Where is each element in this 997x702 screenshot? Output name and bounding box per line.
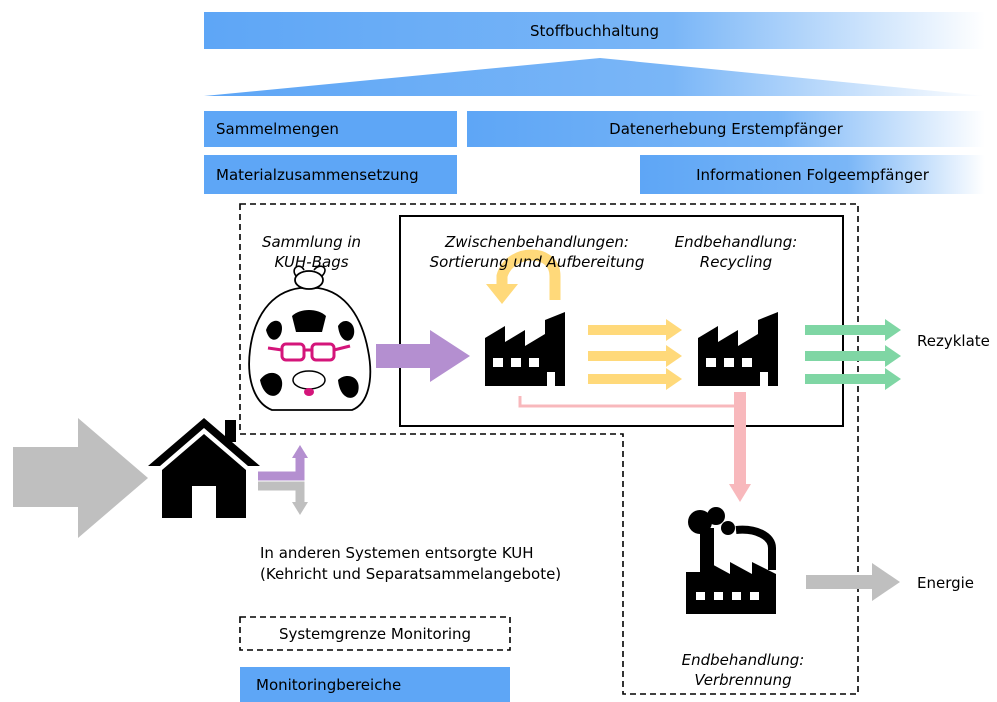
verbrennung-label: Endbehandlung: Verbrennung [668, 650, 818, 690]
factory-icon-sorting [485, 312, 565, 386]
recycling-label: Endbehandlung: Recycling [666, 232, 806, 272]
zwischen-line2: Sortierung und Aufbereitung [429, 253, 645, 271]
folgeempfaenger-label: Informationen Folgeempfänger [696, 165, 929, 184]
cow-bag-icon [248, 265, 372, 411]
system-boundary [239, 203, 859, 695]
sammlung-line1: Sammlung in [261, 233, 362, 251]
split-arrows [258, 445, 308, 515]
input-arrow [13, 418, 148, 538]
sammelmengen-bar: Sammelmengen [204, 111, 457, 147]
datenerhebung-label: Datenerhebung Erstempfänger [609, 120, 843, 138]
green-arrows [805, 319, 901, 390]
pyramid-triangle [204, 58, 985, 96]
legend-monitoringbereiche: Monitoringbereiche [240, 667, 510, 702]
datenerhebung-bar: Datenerhebung Erstempfänger [467, 111, 985, 147]
sammlung-line2: KUH-Bags [274, 253, 349, 271]
rezyklate-label: Rezyklate [917, 332, 990, 350]
house-icon [148, 418, 260, 518]
zwischen-line1: Zwischenbehandlungen: [445, 233, 629, 251]
yellow-arrows [588, 319, 682, 390]
verbrennung-line1: Endbehandlung: [681, 651, 805, 669]
materialzusammensetzung-label: Materialzusammensetzung [216, 165, 419, 184]
energy-arrow [806, 563, 900, 601]
recycling-line2: Recycling [699, 253, 773, 271]
legend-monitoringbereiche-label: Monitoringbereiche [256, 675, 402, 694]
stoffbuchhaltung-label: Stoffbuchhaltung [530, 21, 659, 40]
other-systems-line2: (Kehricht und Separatsammelangebote) [260, 565, 562, 583]
loop-arrow [486, 249, 561, 304]
legend-systemgrenze-label: Systemgrenze Monitoring [278, 624, 472, 643]
other-systems-caption: In anderen Systemen entsorgte KUH (Kehri… [260, 543, 561, 585]
legend-systemgrenze: Systemgrenze Monitoring [240, 617, 510, 650]
folgeempfaenger-bar: Informationen Folgeempfänger [640, 155, 985, 194]
sammelmengen-label: Sammelmengen [216, 120, 339, 138]
pink-flow [518, 392, 751, 502]
other-systems-line1: In anderen Systemen entsorgte KUH [260, 544, 534, 562]
sammlung-label: Sammlung in KUH-Bags [249, 232, 374, 272]
materialzusammensetzung-bar: Materialzusammensetzung [204, 155, 457, 194]
energie-label: Energie [917, 574, 975, 592]
factory-icon-recycling [698, 312, 778, 386]
zwischen-label: Zwischenbehandlungen: Sortierung und Auf… [412, 232, 662, 272]
recycling-line1: Endbehandlung: [674, 233, 798, 251]
legend-systemgrenze-box [239, 616, 511, 651]
incinerator-icon [686, 507, 776, 614]
stoffbuchhaltung-bar: Stoffbuchhaltung [204, 12, 985, 49]
purple-arrow [376, 330, 470, 382]
treatment-box [399, 215, 844, 427]
verbrennung-line2: Verbrennung [694, 671, 792, 689]
